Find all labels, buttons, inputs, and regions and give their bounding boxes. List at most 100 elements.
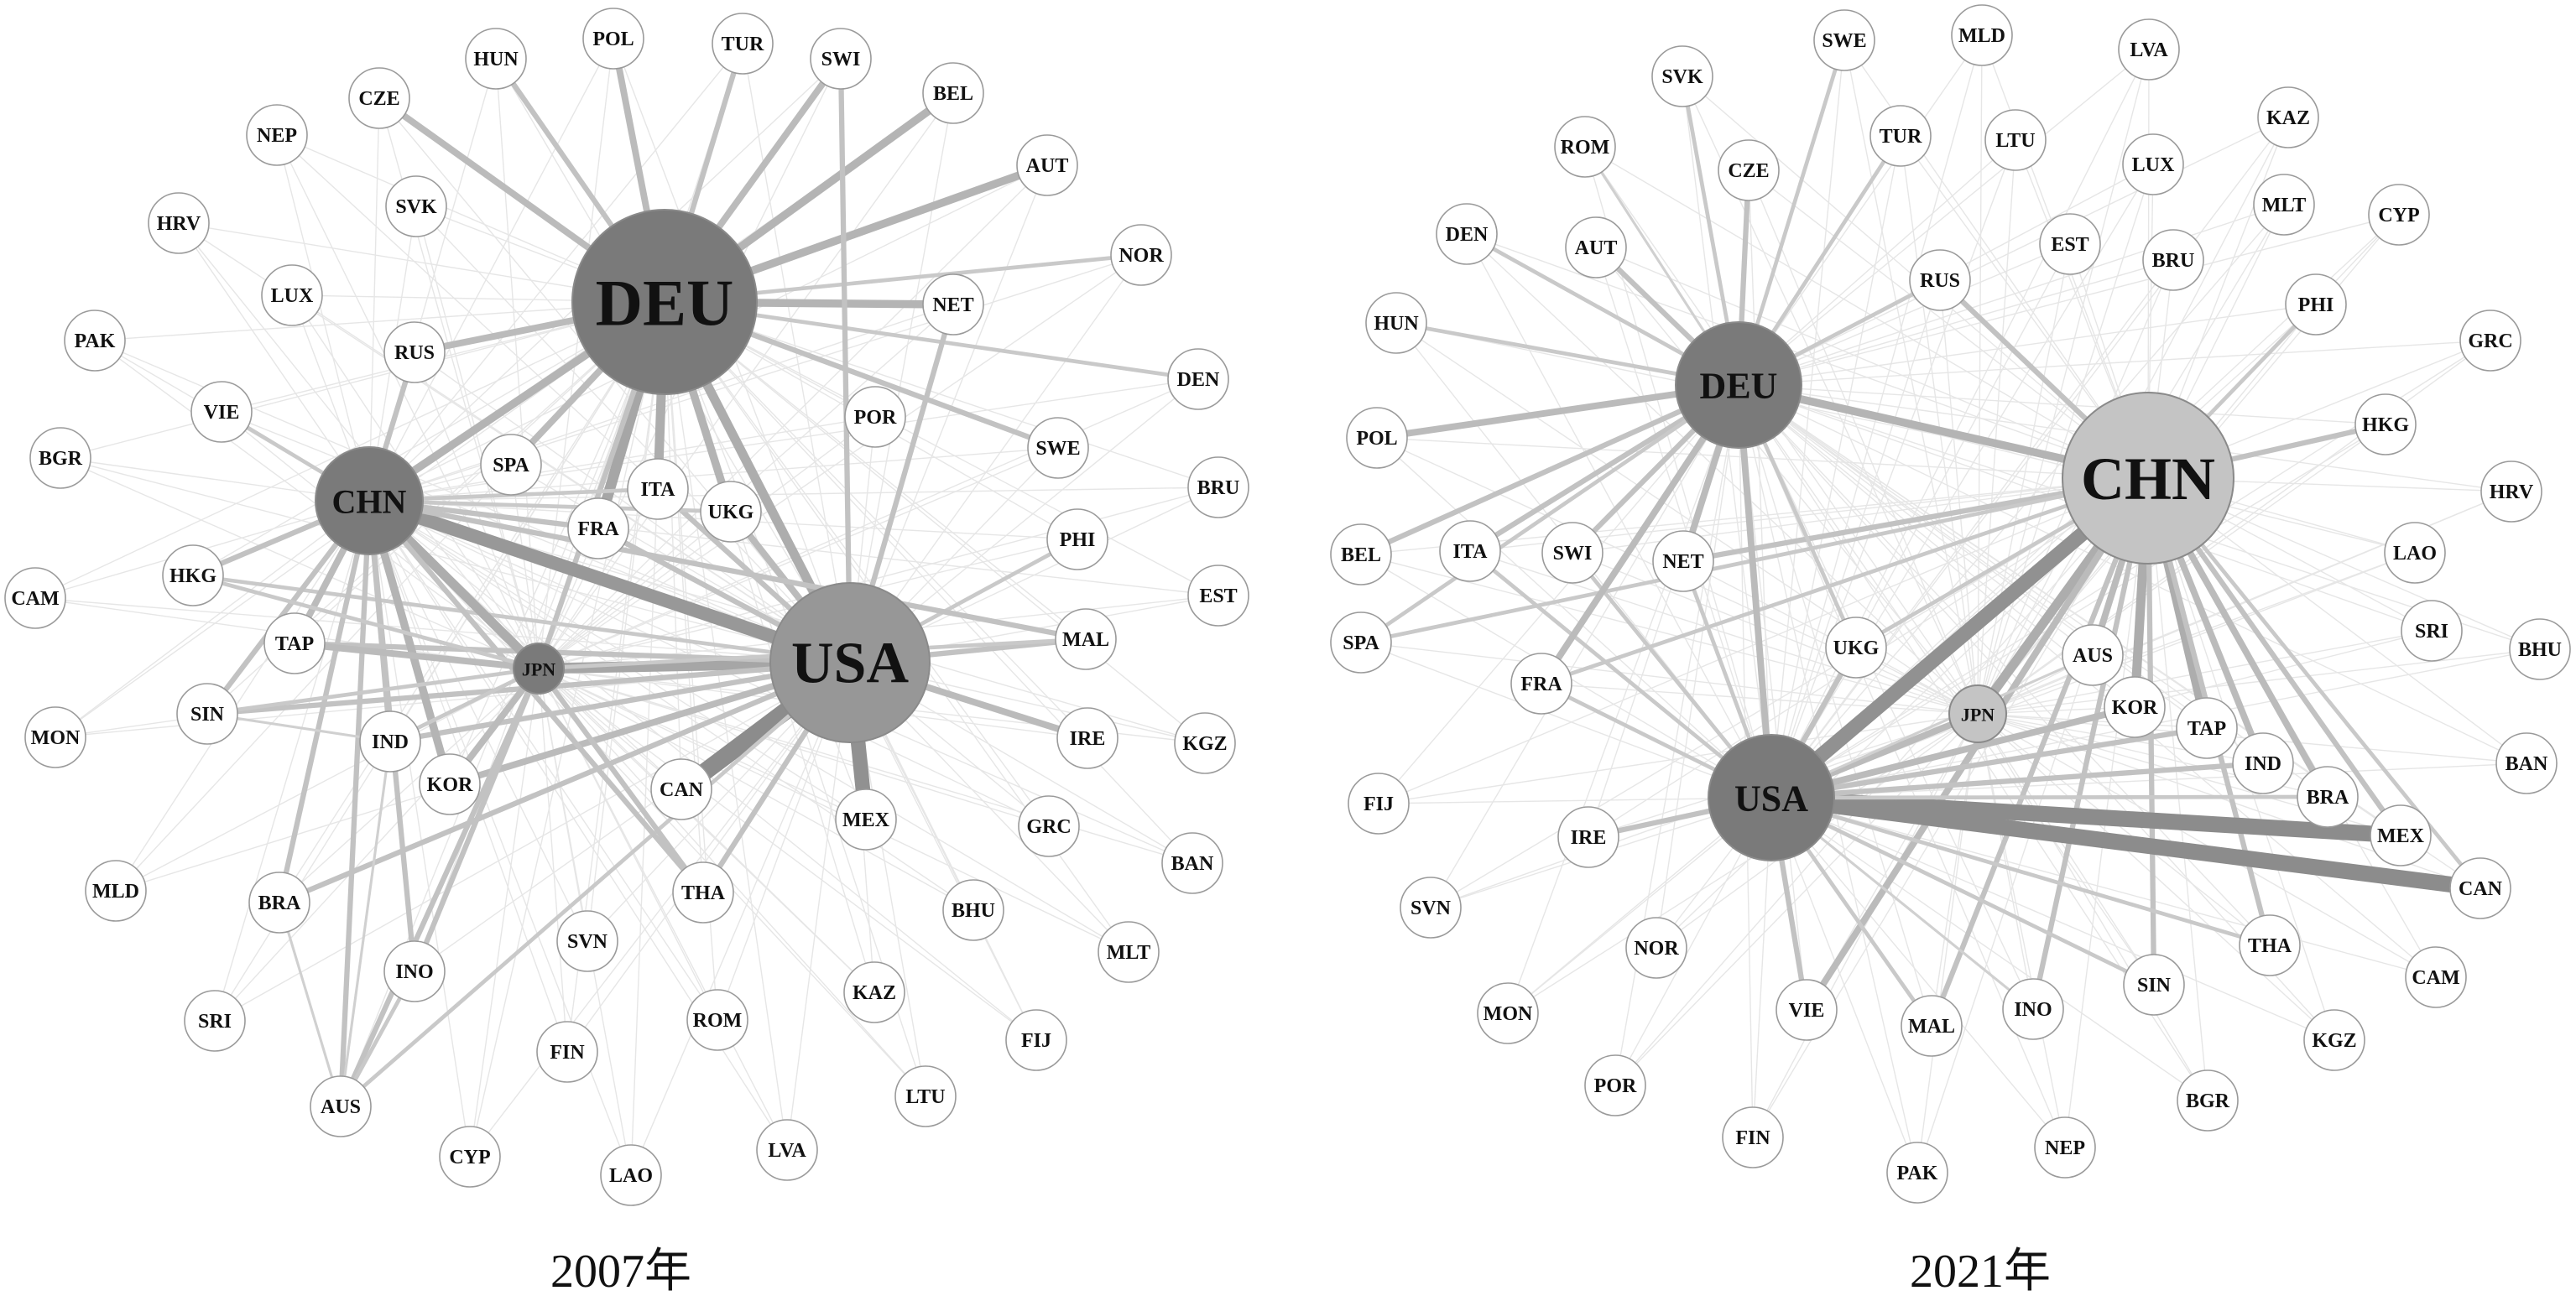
node-label: SWI (821, 49, 861, 70)
faint-edge-2007-CHN-CYP (368, 500, 471, 1158)
faint-edge-2007-CHN-MLD (115, 500, 370, 892)
node-label: INO (2014, 999, 2052, 1021)
edge-2021-USA-BRA (1770, 794, 2328, 800)
node-2007-est: EST (1187, 565, 1249, 627)
node-2021-kor: KOR (2104, 676, 2166, 738)
node-label: NET (1662, 551, 1703, 573)
node-label: SPA (493, 455, 529, 476)
node-2021-cyp: CYP (2368, 184, 2430, 246)
caption-2021: 2021年 (1910, 1246, 2051, 1298)
node-label: MLD (1958, 25, 2005, 47)
faint-edge-2007-CHN-MON (55, 500, 370, 738)
node-label: BHU (952, 900, 995, 922)
node-circle (176, 683, 238, 745)
node-label: BEL (1341, 544, 1381, 566)
node-label: DEN (1446, 224, 1489, 246)
faint-edge-2021-CHN-POL (1376, 437, 2149, 479)
edge-2021-DEU-SPA (1359, 383, 1740, 644)
node-2021-can: CAN (2449, 857, 2511, 919)
node-label: IRE (1571, 827, 1607, 849)
node-label: CHN (332, 483, 407, 521)
node-label: CHN (2081, 445, 2215, 513)
node-label: BHU (2518, 639, 2562, 661)
node-circle (359, 710, 421, 773)
node-circle (1016, 134, 1078, 196)
faint-edge-2021-JPN-BHU (1977, 648, 2541, 715)
faint-edge-2021-USA-CZE (1748, 169, 1772, 799)
node-2021-pol: POL (1346, 407, 1408, 469)
node-2007-kaz: KAZ (843, 961, 905, 1023)
node-label: SPA (1343, 632, 1379, 654)
node-circle (1869, 105, 1932, 167)
node-2007-pol: POL (582, 8, 644, 70)
node-label: SVN (567, 931, 608, 953)
node-2007-aus: AUS (310, 1075, 372, 1137)
node-label: INO (395, 961, 433, 983)
faint-edge-2021-DEU-CYP (1738, 214, 2400, 386)
node-2007-por: POR (844, 386, 906, 448)
node-2021-pak: PAK (1886, 1142, 1948, 1204)
node-circle (756, 1119, 818, 1181)
node-circle (2002, 978, 2064, 1040)
node-label: IND (372, 731, 409, 753)
node-label: BGR (39, 448, 83, 470)
edge-2021-USA-IND (1770, 760, 2264, 801)
node-circle (385, 175, 447, 237)
node-2007-deu: DEU (571, 209, 758, 395)
node-2007-kgz: KGZ (1174, 712, 1236, 774)
faint-edge-2007-CHN-SVN (368, 500, 588, 942)
faint-edge-2021-DEU-HKG (1738, 384, 2386, 425)
node-label: CAM (2412, 967, 2459, 989)
node-circle (190, 381, 253, 443)
node-2021-ino: INO (2002, 978, 2064, 1040)
node-2007-ltu: LTU (894, 1065, 957, 1127)
faint-edge-2007-JPN-BRA (279, 668, 540, 903)
node-2021-net: NET (1652, 530, 1714, 592)
node-label: HRV (2490, 481, 2534, 503)
node-label: RUS (1920, 270, 1960, 292)
node-label: RUS (394, 342, 435, 364)
node-2007-ino: INO (383, 940, 446, 1002)
node-circle (263, 612, 326, 674)
node-circle (1005, 1009, 1067, 1071)
node-circle (1098, 921, 1160, 983)
faint-edge-2021-JPN-AUT (1595, 247, 1979, 715)
edge-2021-USA-DEU (1735, 384, 1775, 799)
node-circle (2253, 174, 2315, 236)
node-label: EST (2051, 234, 2088, 256)
faint-edge-2021-USA-TUR (1770, 135, 1901, 799)
edge-2007-JPN-HKG (192, 573, 540, 671)
node-2007-bru: BRU (1187, 456, 1249, 518)
node-circle (1557, 806, 1619, 868)
node-label: LVA (768, 1140, 806, 1162)
node-label: MON (31, 727, 81, 749)
node-label: PHI (2298, 294, 2334, 316)
faint-edge-2021-JPN-MLD (1977, 34, 1983, 715)
node-circle (1174, 712, 1236, 774)
edge-2007-USA-AUS (339, 661, 852, 1108)
node-label: AUS (2073, 645, 2113, 667)
node-label: FIJ (1021, 1030, 1051, 1052)
edge-2007-USA-CHN (367, 494, 853, 669)
node-2021-hkg: HKG (2354, 393, 2417, 455)
node-2021-hun: HUN (1365, 292, 1427, 354)
node-2007-fij: FIJ (1005, 1009, 1067, 1071)
node-label: KOR (2112, 697, 2158, 719)
node-circle (1718, 139, 1780, 201)
node-label: TUR (722, 34, 764, 55)
node-2007-tur: TUR (712, 13, 774, 75)
node-circle (2062, 624, 2124, 686)
node-circle (29, 427, 91, 489)
faint-edge-2007-JPN-HUN (495, 58, 540, 669)
faint-edge-2007-JPN-POR (538, 416, 876, 669)
node-label: MEX (2377, 825, 2425, 847)
node-2007-fra: FRA (567, 497, 629, 559)
node-label: POR (854, 407, 897, 429)
node-2007-hun: HUN (465, 28, 527, 90)
node-circle (419, 753, 481, 815)
node-circle (1901, 995, 1963, 1057)
node-2007-swe: SWE (1027, 417, 1089, 479)
node-2021-aut: AUT (1565, 216, 1627, 278)
node-circle (672, 861, 734, 924)
node-2007-mon: MON (24, 706, 86, 768)
